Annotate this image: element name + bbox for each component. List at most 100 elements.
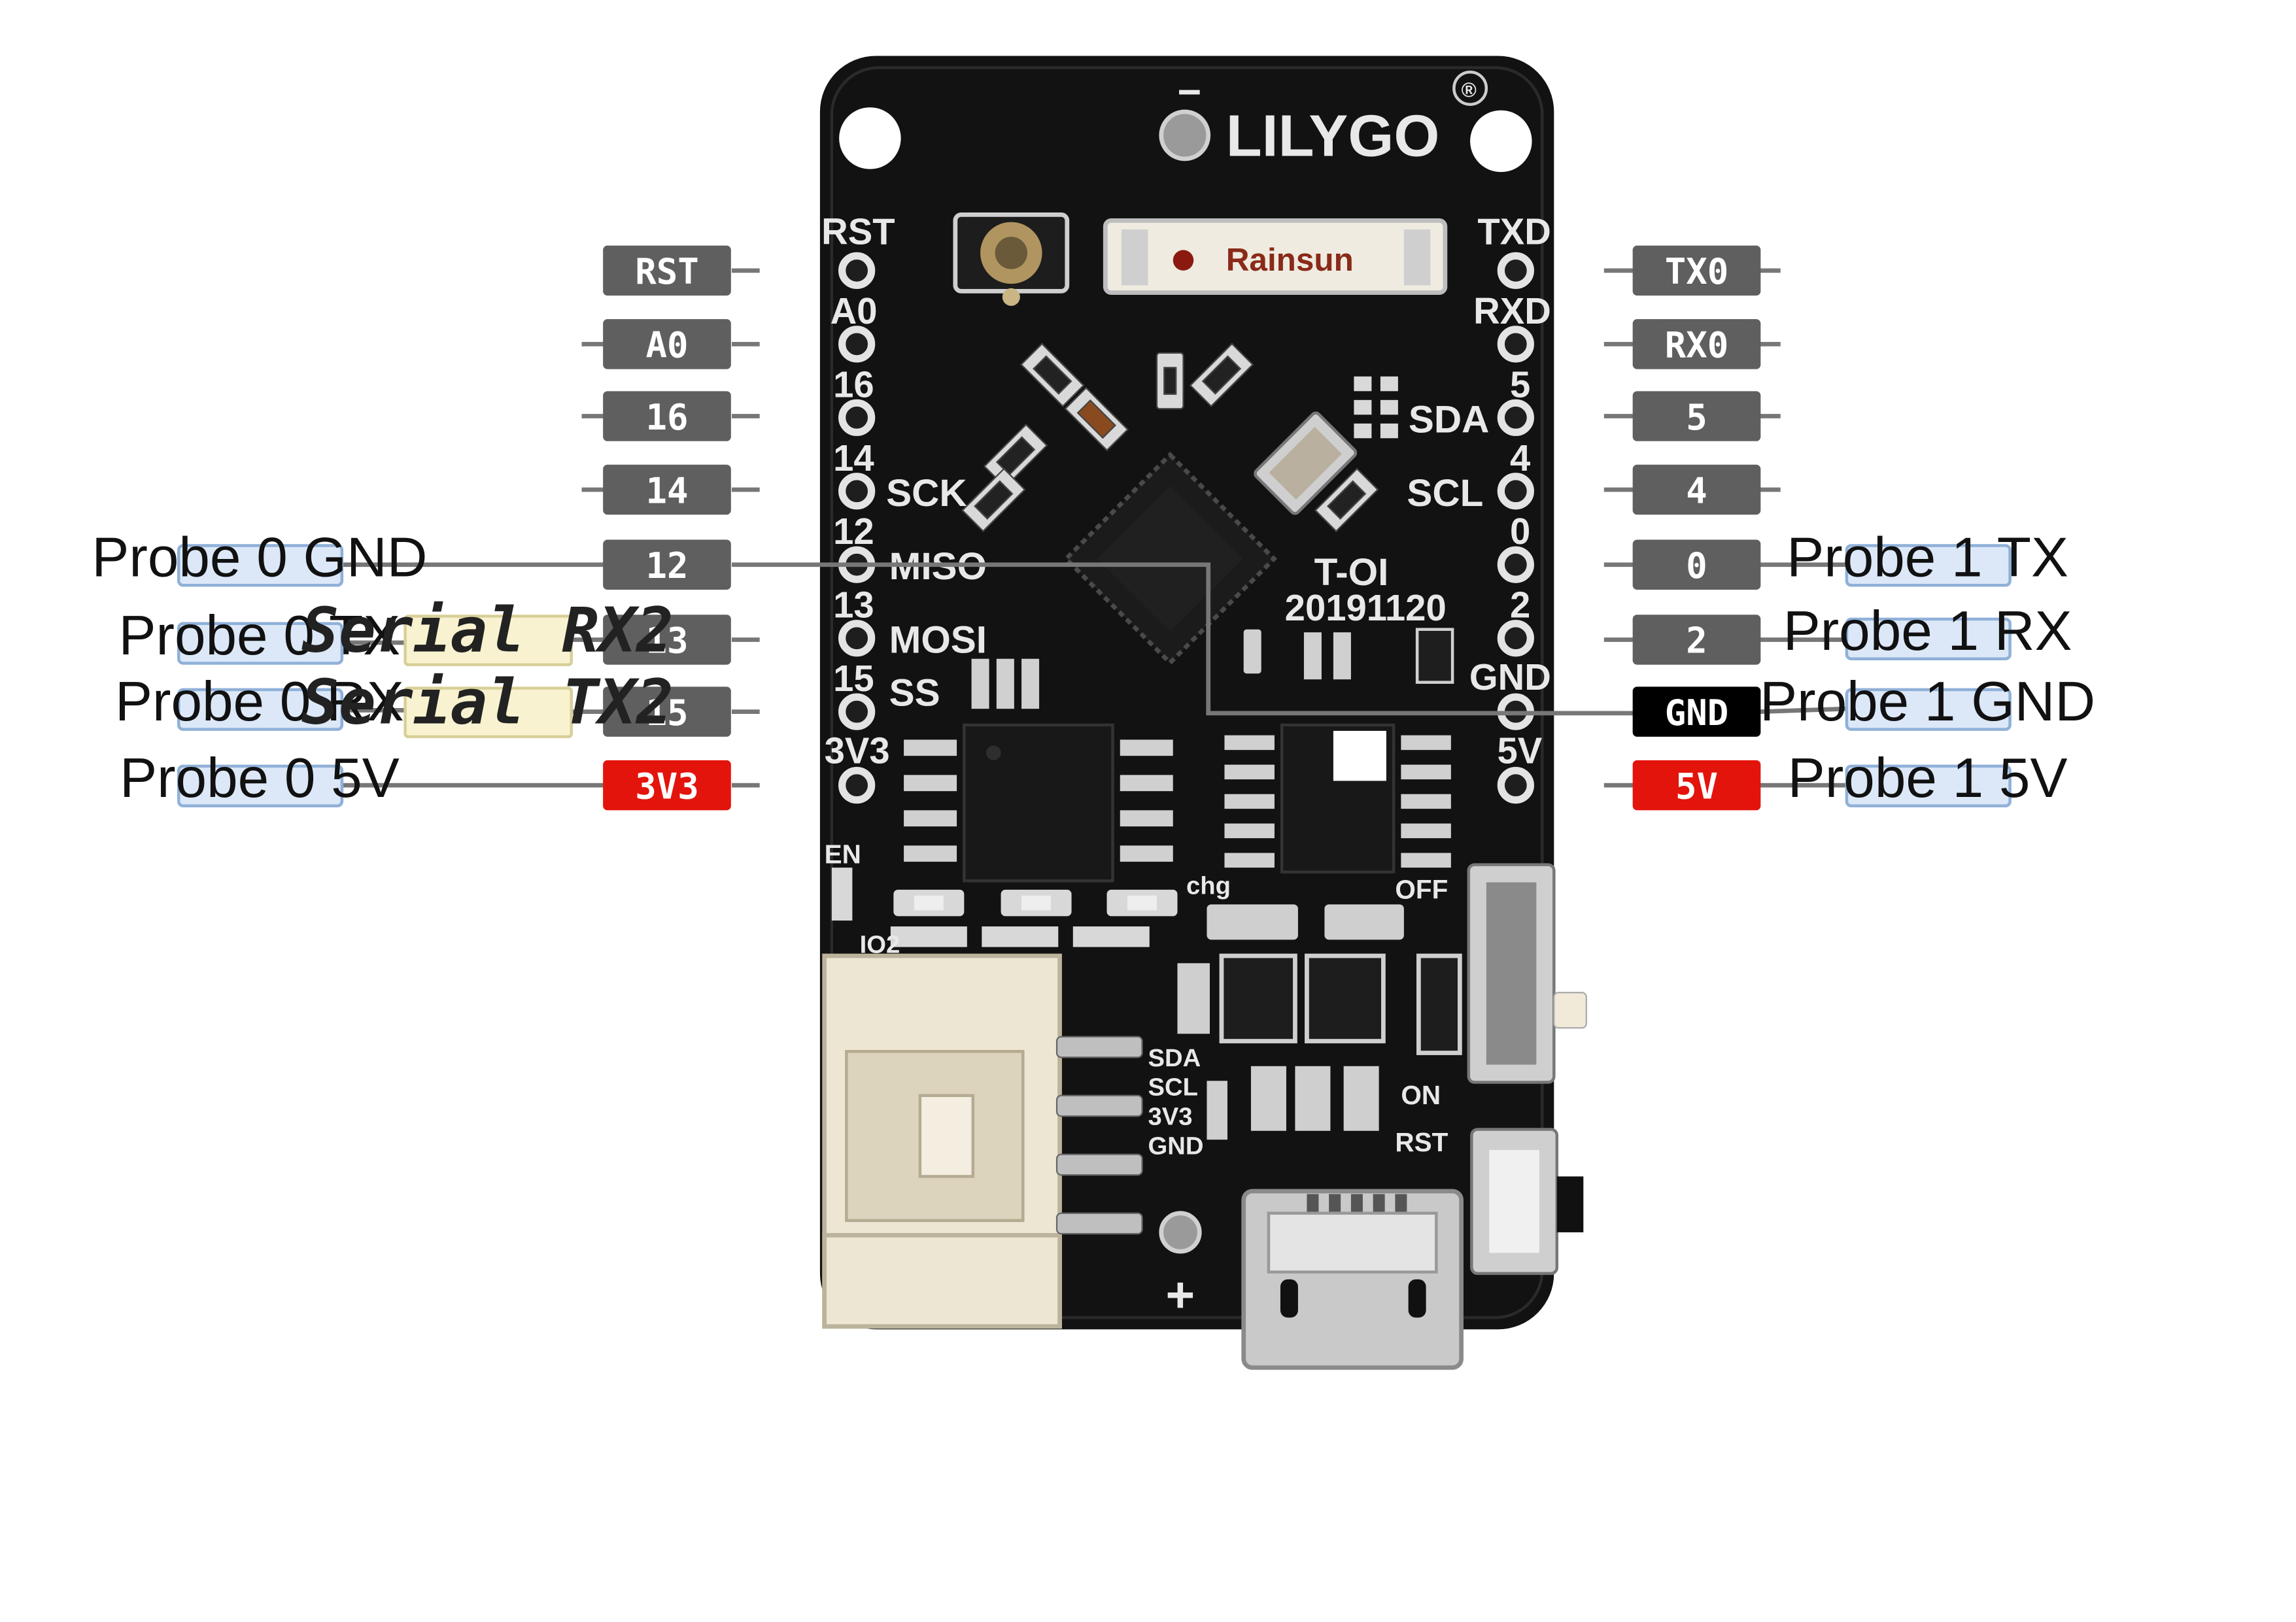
silk-conn-pin: 3V3 [1148,1103,1193,1131]
pin-label-text: A0 [645,325,688,366]
pin-label-text: GND [1665,692,1728,734]
silk-function: SDA [1409,398,1489,441]
pin-label-text: 13 [645,620,688,662]
small-smd-parts [971,628,1454,709]
pin-label-text: 5V [1675,766,1718,807]
pin-label-box [1632,539,1761,590]
pin-label-left: 16 [603,391,731,441]
silk-left-pin: 15 [833,658,874,699]
pin-label-box [1632,319,1761,369]
probe-label-text: Probe 1 RX [1783,600,2072,662]
pin-label-box [603,760,731,811]
silkscreen-bottom: EN IO2 chg OFF ON RST SDA SCL 3V3 GND + [825,839,1448,1323]
pin-label-box [1632,760,1761,811]
pin-label-right: 5 [1632,391,1761,441]
silk-right-pin: 4 [1510,437,1530,479]
pin-label-box [603,615,731,665]
silk-conn-pin: GND [1148,1132,1204,1160]
right-header-holes [1497,252,1534,804]
soic-chip-left [904,723,1173,883]
pin-label-text: 12 [645,545,688,586]
white-square-marker [1333,730,1386,781]
pin-label-text: 3V3 [635,766,698,807]
silk-on: ON [1401,1080,1441,1110]
pin-label-left: 13 [603,615,731,665]
probe-labels-left: Probe 0 GND Probe 0 TX Probe 0 RX Probe … [92,527,427,809]
probe-label-right: Probe 1 GND [1760,671,2095,733]
probe-label-left: Probe 0 RX [115,671,404,733]
board-model: T-OI [1314,551,1389,594]
pin-label-left: 15 [603,686,731,737]
pin-label-right: 2 [1632,615,1761,665]
probe-label-right: Probe 1 5V [1788,747,2068,809]
antenna-chip: Rainsun [1103,218,1448,295]
pin-label-left: A0 [603,319,731,369]
silk-conn-pin: SDA [1148,1044,1201,1072]
crystal-oscillator [1254,411,1358,515]
probe-label-left: Probe 0 5V [120,747,400,809]
probe-label-text: Probe 0 GND [92,527,427,589]
pin-label-right: RX0 [1632,319,1761,369]
silk-function: SCL [1407,472,1483,515]
pin-label-right: 5V [1632,760,1761,811]
board-date: 20191120 [1285,587,1447,628]
silk-right-pin: GND [1469,656,1551,698]
antenna-chip-text: Rainsun [1226,242,1354,278]
silkscreen-right: TXD RXD 5 4 0 2 GND 5V SDA SCL [1407,211,1551,771]
pin-label-left: 3V3 [603,760,731,811]
soic-chip-right [1224,723,1451,874]
silk-left-pin: 3V3 [825,730,890,771]
probe-label-text: Probe 1 5V [1788,747,2068,809]
silk-right-pin: 5V [1498,730,1543,771]
pin-label-box [603,319,731,369]
silk-plus: + [1165,1267,1195,1323]
serial-label-text: Serial TX2 [301,667,674,739]
pin-label-text: TX0 [1665,251,1728,292]
wires [341,268,1847,788]
pin-label-left: 14 [603,464,731,515]
probe-label-text: Probe 0 RX [115,671,404,733]
probe-labels-right: Probe 1 TX Probe 1 RX Probe 1 GND Probe … [1760,527,2095,809]
silk-function: MOSI [889,619,987,662]
pin-label-box [1632,391,1761,441]
pin-label-left: RST [603,245,731,296]
pin-label-box [603,686,731,737]
silk-left-pin: 13 [833,584,874,626]
pin-label-text: 0 [1686,545,1707,586]
silk-function: SS [889,672,940,715]
pin-label-text: 14 [645,470,688,511]
pin-label-box [1632,615,1761,665]
silk-left-pin: 14 [833,437,874,479]
power-section [1177,904,1462,1140]
silk-rst: RST [1395,1127,1448,1157]
serial-labels: Serial RX2 Serial TX2 [301,594,674,738]
silk-en: EN [825,839,861,869]
silk-off: OFF [1395,874,1448,904]
silk-function: SCK [886,472,967,515]
serial-label-text: Serial RX2 [301,594,674,666]
silk-right-pin: 2 [1510,584,1530,626]
pin-label-text: 4 [1686,470,1707,511]
power-switch [1467,863,1587,1084]
silk-conn-pin: SCL [1148,1073,1198,1102]
jst-connector [822,953,1143,1329]
wire-gnd-bridge [731,562,1634,716]
pin-label-box [603,464,731,515]
esp-chip [1063,451,1278,666]
silk-minus: − [1177,69,1201,115]
micro-usb-port [1241,1189,1464,1370]
smd-components [961,343,1379,533]
silk-right-pin: 0 [1510,511,1530,552]
wire-probe1-gnd [1760,706,1847,715]
pin-label-box [1632,245,1761,296]
pin-label-right: TX0 [1632,245,1761,296]
serial-label: Serial RX2 [301,594,674,666]
pin-label-text: RST [635,251,698,292]
mounting-hole-left [839,107,901,169]
silk-right-pin: 5 [1510,363,1530,405]
pin-label-left: 12 [603,539,731,590]
brand-logo-text: LILYGO [1226,103,1440,169]
led-row [831,868,1178,947]
pin-label-text: RX0 [1665,325,1728,366]
